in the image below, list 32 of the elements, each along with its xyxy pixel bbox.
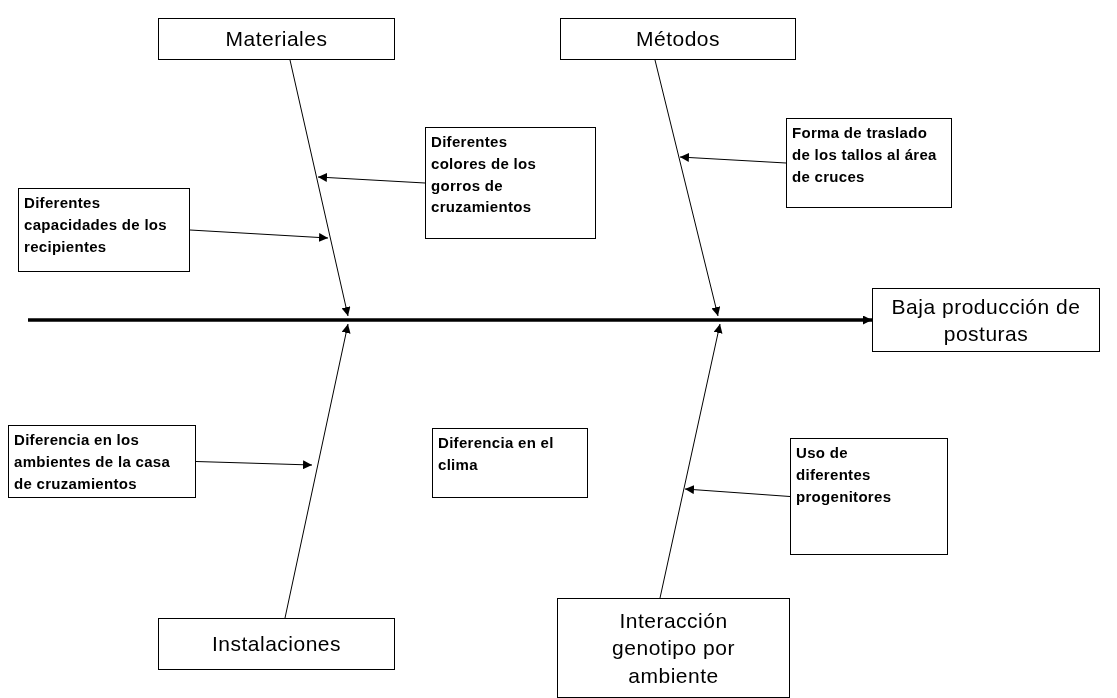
- arrow: [654, 59, 721, 317]
- box-label: Diferentes capacidades de los recipientes: [24, 193, 168, 257]
- arrow: [195, 460, 313, 470]
- box-label: Baja producción de posturas: [891, 293, 1081, 347]
- arrow: [189, 229, 329, 242]
- arrow: [317, 173, 426, 184]
- box-label: Diferentes colores de los gorros de cruzamientos: [431, 132, 538, 218]
- cause-box: [425, 127, 596, 239]
- category-box: [158, 618, 395, 670]
- box-label: Uso de diferentes progenitores: [796, 443, 893, 507]
- arrow: [659, 323, 723, 599]
- cause-box: [432, 428, 588, 498]
- arrow: [284, 323, 351, 619]
- category-box: [158, 18, 395, 60]
- box-label: Materiales: [225, 26, 328, 53]
- cause-box: [18, 188, 190, 272]
- category-box: [560, 18, 796, 60]
- cause-box: [786, 118, 952, 208]
- box-label: Interacción genotipo por ambiente: [611, 608, 736, 689]
- box-label: Diferencia en el clima: [438, 433, 555, 475]
- arrow: [684, 485, 791, 497]
- box-label: Instalaciones: [211, 631, 342, 658]
- arrow: [679, 153, 787, 164]
- cause-box: [790, 438, 948, 555]
- box-label: Forma de traslado de los tallos al área de cruces: [792, 123, 938, 187]
- box-label: Diferencia en los ambientes de la casa de cruzamientos: [14, 430, 172, 494]
- box-label: Métodos: [635, 26, 720, 53]
- arrow: [28, 315, 872, 325]
- effect-box: [872, 288, 1100, 352]
- arrow: [289, 59, 351, 317]
- cause-box: [8, 425, 196, 498]
- category-box: [557, 598, 790, 698]
